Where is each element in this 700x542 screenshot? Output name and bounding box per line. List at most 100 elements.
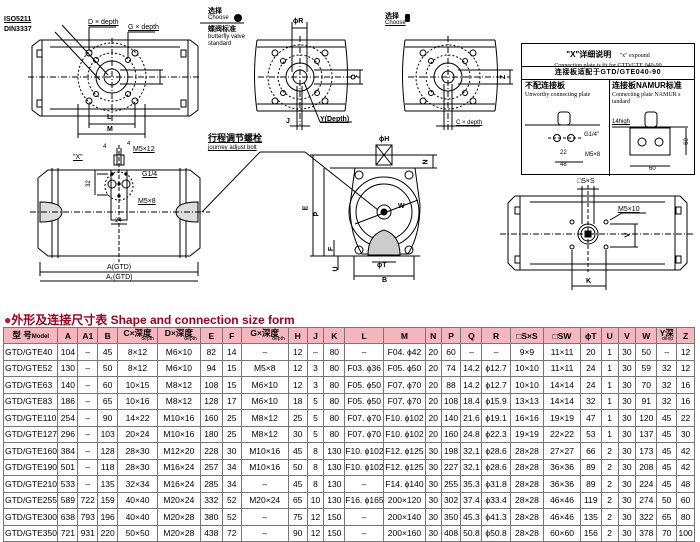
value-cell: 721 bbox=[57, 524, 79, 542]
choose-en-label-1: Choose bbox=[208, 15, 229, 21]
x-detail-title-cn: "X"详细说明 bbox=[566, 50, 612, 59]
value-cell: – bbox=[77, 409, 99, 427]
value-cell: 2 bbox=[600, 458, 619, 476]
column-header: H bbox=[287, 327, 308, 344]
value-cell: 118 bbox=[97, 458, 119, 476]
value-cell: 2 bbox=[600, 524, 619, 542]
value-cell: 5 bbox=[306, 409, 325, 427]
column-header: A bbox=[57, 327, 79, 344]
value-cell: 32 bbox=[656, 376, 678, 394]
value-cell: M10×16 bbox=[240, 458, 289, 476]
dim-phi-h-label: ϕH bbox=[379, 136, 390, 143]
dim-4b-label: 4 bbox=[127, 141, 131, 147]
value-cell: 30 bbox=[617, 392, 637, 410]
column-header: R bbox=[481, 327, 511, 344]
value-cell: 45 bbox=[656, 442, 678, 460]
dim-f-label: F bbox=[328, 246, 336, 252]
value-cell: – bbox=[77, 442, 99, 460]
value-cell: – bbox=[77, 475, 99, 493]
value-cell: M20×28 bbox=[156, 508, 201, 526]
dim-l-label: L bbox=[107, 114, 112, 121]
value-cell: 28×28 bbox=[509, 508, 545, 526]
bottom-view bbox=[500, 185, 695, 290]
value-cell: 198 bbox=[440, 442, 462, 460]
value-cell: 2 bbox=[600, 475, 619, 493]
unworthy-plate-title-en: Unworthy connecting plate bbox=[525, 92, 591, 98]
value-cell: 30 bbox=[617, 508, 637, 526]
column-header-label: F bbox=[229, 330, 235, 341]
section-title-en: Shape and connection size form bbox=[107, 313, 295, 327]
value-cell: F04. ϕ42 bbox=[383, 343, 426, 361]
value-cell: 103 bbox=[97, 425, 119, 443]
value-cell: 28×28 bbox=[509, 442, 545, 460]
value-cell: M8×12 bbox=[240, 425, 289, 443]
sxs-label: □S×S bbox=[577, 178, 595, 185]
drawing-lines bbox=[28, 14, 695, 290]
column-header-label: W bbox=[642, 330, 651, 341]
value-cell: F12. ϕ125 bbox=[383, 442, 426, 460]
value-cell: 15 bbox=[221, 359, 242, 377]
value-cell: 257 bbox=[199, 458, 223, 476]
bullet-icon: ● bbox=[4, 313, 12, 327]
value-cell: 72 bbox=[221, 524, 242, 542]
value-cell: 589 bbox=[57, 491, 79, 509]
value-cell: 140 bbox=[57, 376, 79, 394]
value-cell: 20×24 bbox=[117, 425, 158, 443]
value-cell: 47 bbox=[579, 409, 602, 427]
value-cell: 45 bbox=[656, 409, 678, 427]
value-cell: M10×16 bbox=[240, 442, 289, 460]
value-cell: 20 bbox=[424, 359, 442, 377]
value-cell: 20 bbox=[579, 343, 602, 361]
value-cell: 40×40 bbox=[117, 508, 158, 526]
value-cell: 20 bbox=[424, 409, 442, 427]
flange-view-butterfly bbox=[254, 22, 363, 130]
value-cell: – bbox=[240, 508, 289, 526]
value-cell: – bbox=[344, 343, 385, 361]
value-cell: 91 bbox=[635, 392, 658, 410]
value-cell: 9×9 bbox=[509, 343, 545, 361]
value-cell: 224 bbox=[635, 475, 658, 493]
column-header-label: A1 bbox=[82, 330, 94, 341]
choose-keyed-icon bbox=[234, 14, 242, 22]
column-header: E bbox=[199, 327, 223, 344]
value-cell: 11×11 bbox=[543, 343, 581, 361]
value-cell: 12 bbox=[676, 359, 695, 377]
value-cell: – bbox=[77, 359, 99, 377]
value-cell: 32×34 bbox=[117, 475, 158, 493]
value-cell: 88 bbox=[440, 376, 462, 394]
column-header: 型 号Model bbox=[2, 327, 59, 344]
value-cell: M6×10 bbox=[240, 392, 289, 410]
value-cell: 50 bbox=[287, 458, 308, 476]
value-cell: 30 bbox=[617, 409, 637, 427]
value-cell: 16 bbox=[676, 376, 695, 394]
value-cell: 793 bbox=[77, 508, 99, 526]
column-header-label: C×深度 bbox=[123, 328, 152, 338]
value-cell: 22×22 bbox=[543, 425, 581, 443]
value-cell: 25 bbox=[221, 409, 242, 427]
column-header: F bbox=[221, 327, 242, 344]
namur-plate-title-en-1: Connecting plate NAMUR s bbox=[612, 92, 681, 98]
g14-detail-label: G1/4" bbox=[584, 132, 600, 138]
column-header: □SW bbox=[543, 327, 581, 344]
dim-phi-r-label: ϕR bbox=[293, 18, 304, 25]
column-header-label: □SW bbox=[552, 330, 572, 341]
choose-cn-label-1: 选择 bbox=[208, 8, 222, 15]
namur-plate-title-en-2: tandard bbox=[612, 99, 630, 105]
14high-label: 14high bbox=[612, 119, 631, 125]
value-cell: ϕ15.9 bbox=[481, 392, 511, 410]
value-cell: 28×28 bbox=[509, 475, 545, 493]
value-cell: M20×24 bbox=[240, 491, 289, 509]
column-header-sub: depth bbox=[184, 336, 197, 342]
value-cell: ϕ33.4 bbox=[481, 491, 511, 509]
dim-60-width-label: 60 bbox=[649, 166, 656, 172]
value-cell: 80 bbox=[323, 425, 346, 443]
value-cell: 50 bbox=[635, 343, 658, 361]
value-cell: 11×11 bbox=[543, 359, 581, 377]
section-title-cn: 外形及连接尺寸表 bbox=[11, 313, 108, 327]
value-cell: 8 bbox=[306, 442, 325, 460]
value-cell: – bbox=[77, 343, 99, 361]
